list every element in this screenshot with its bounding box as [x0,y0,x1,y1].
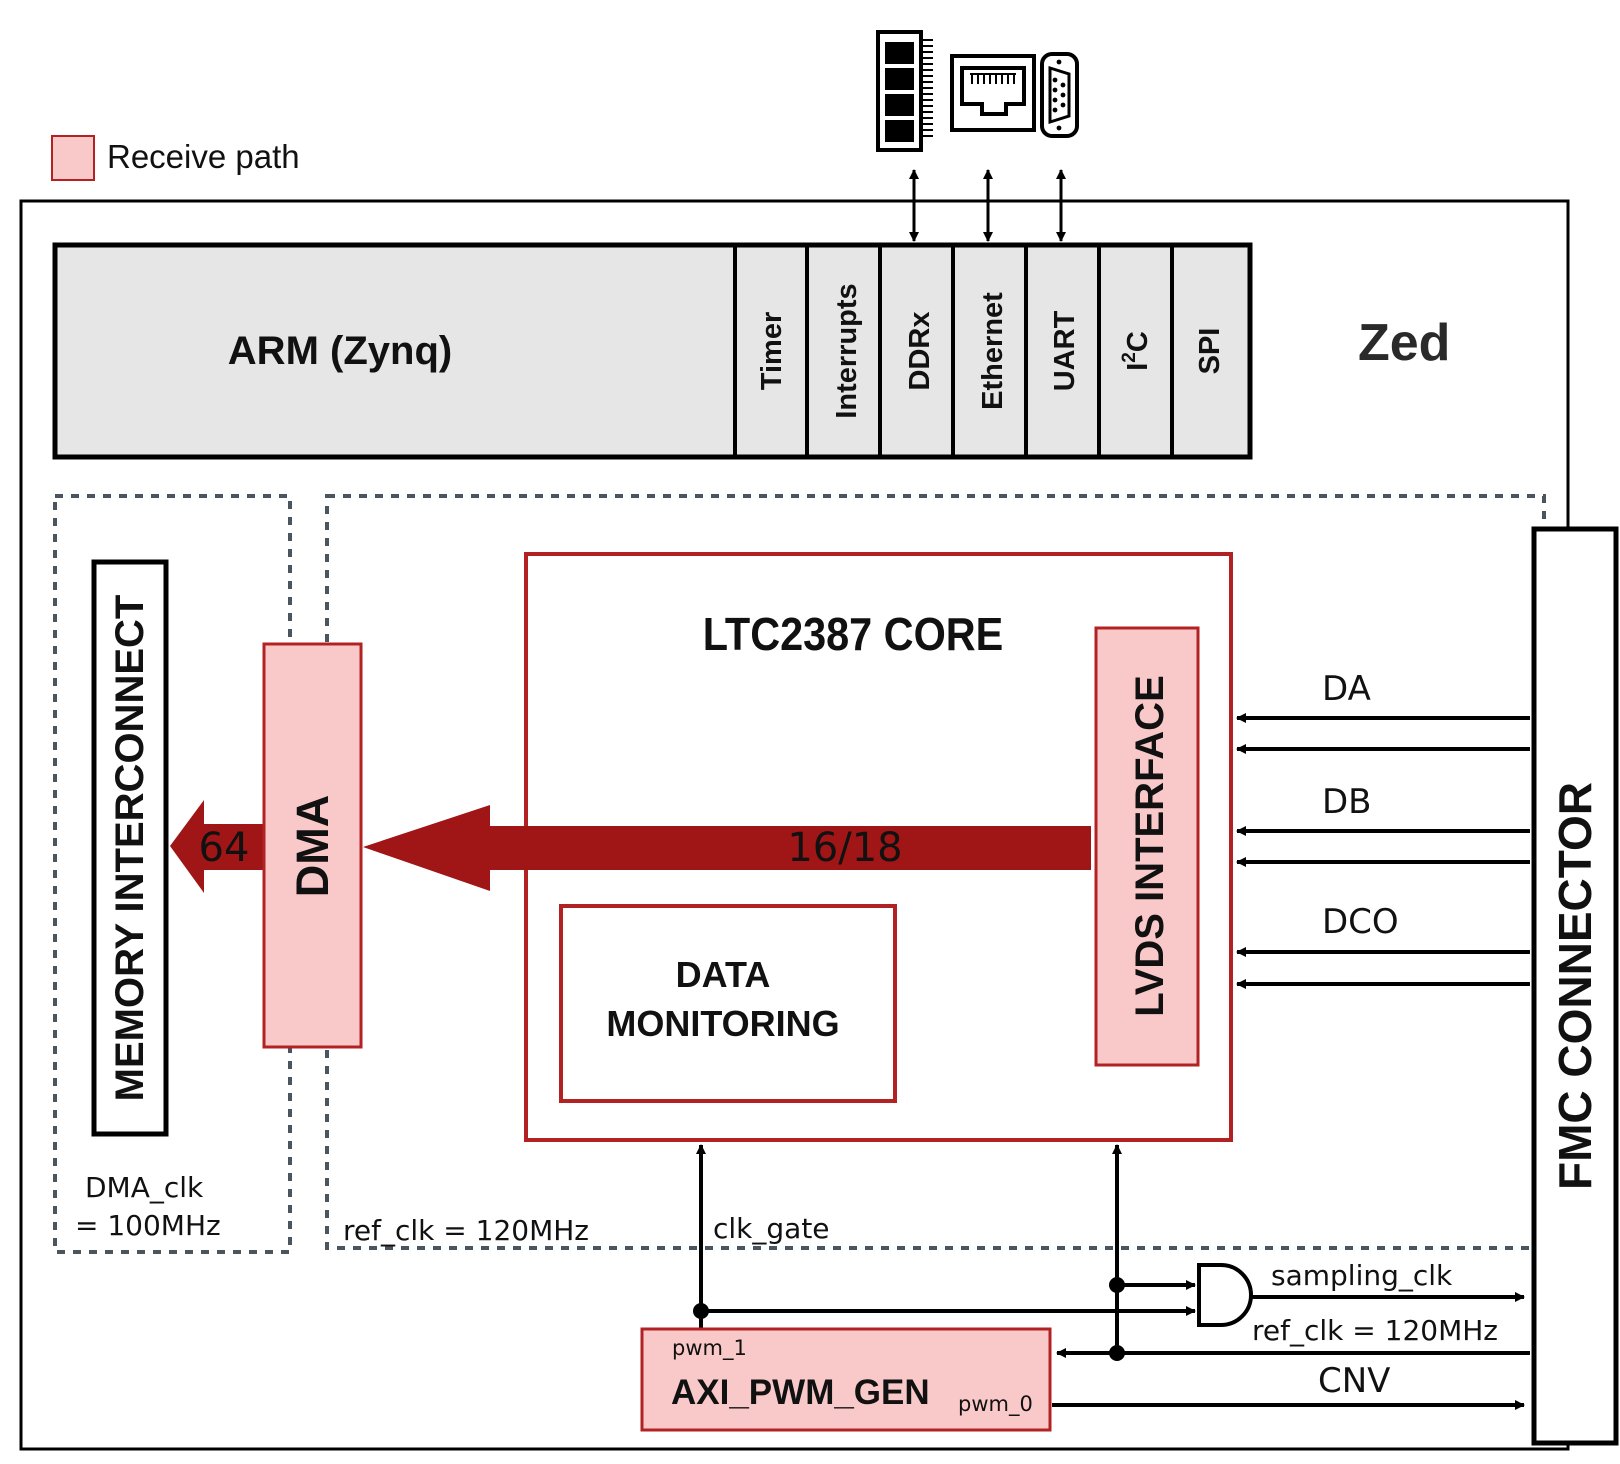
dma-clk-value: = 100MHz [75,1209,221,1242]
core-bus-width: 16/18 [787,825,902,871]
memory-interconnect-label: MEMORY INTERCONNECT [108,595,152,1102]
dco-label: DCO [1322,902,1399,942]
sampling-clk-label: sampling_clk [1271,1259,1453,1292]
ref-clk-signal-label: ref_clk = 120MHz [1252,1314,1498,1347]
memory-module-icon [876,30,933,152]
ref-clock-domain [325,494,1546,1250]
axi-pwm-gen-label: AXI_PWM_GEN [671,1373,930,1412]
dco-signal: DCO [1236,902,1530,989]
arm-block: ARM (Zynq) Timer Interrupts DDRx Etherne… [52,242,1253,460]
ref-clk-domain-label: ref_clk = 120MHz [343,1214,589,1247]
legend-label: Receive path [107,138,300,175]
i2c-c: C [1122,331,1154,352]
dma-output-bus: 64 [170,800,264,893]
i2c-i: I [1122,363,1154,371]
arm-peripheral-ddrx: DDRx [904,312,936,391]
da-signal: DA [1236,669,1530,754]
data-monitoring-block: DATA MONITORING [559,904,897,1103]
da-label: DA [1322,669,1371,709]
clk-gate-label: clk_gate [713,1212,830,1245]
and-gate-icon [1197,1263,1253,1327]
db-label: DB [1322,782,1372,822]
pwm-0-label: pwm_0 [958,1392,1033,1417]
ltc2387-core-label: LTC2387 CORE [703,609,1004,661]
pwm-1-label: pwm_1 [672,1336,747,1361]
arm-peripheral-uart: UART [1049,310,1081,391]
dma-clock-domain [53,494,292,1254]
arm-peripheral-timer: Timer [756,312,788,390]
arm-label: ARM (Zynq) [228,329,452,373]
axi-pwm-gen-block: pwm_1 AXI_PWM_GEN pwm_0 [640,1327,1052,1432]
dma-bus-width: 64 [199,825,250,871]
arm-peripheral-ethernet: Ethernet [977,292,1009,410]
legend: Receive path [51,135,300,181]
lvds-interface-label: LVDS INTERFACE [1128,675,1172,1017]
dma-label: DMA [287,795,338,897]
data-monitoring-label-2: MONITORING [606,1003,839,1044]
fmc-connector-block: FMC CONNECTOR [1531,526,1619,1446]
memory-interconnect-block: MEMORY INTERCONNECT [91,559,169,1137]
arm-peripheral-spi: SPI [1194,328,1226,375]
i2c-superscript: 2 [1119,352,1140,363]
db-signal: DB [1236,782,1530,867]
lvds-interface-block: LVDS INTERFACE [1094,626,1200,1067]
core-data-bus: 16/18 [363,805,1091,891]
data-monitoring-label-1: DATA [676,954,771,995]
arm-peripheral-i2c: I2C [1119,331,1154,371]
ethernet-port-icon [950,54,1036,132]
fmc-connector-label: FMC CONNECTOR [1549,782,1601,1190]
legend-swatch [51,135,95,181]
dma-block: DMA [262,642,363,1049]
serial-port-icon [1040,52,1079,138]
dma-clk-label: DMA_clk [85,1171,204,1204]
cnv-label: CNV [1318,1361,1390,1401]
arm-peripheral-interrupts: Interrupts [831,283,863,418]
zed-board-label: Zed [1358,314,1450,372]
